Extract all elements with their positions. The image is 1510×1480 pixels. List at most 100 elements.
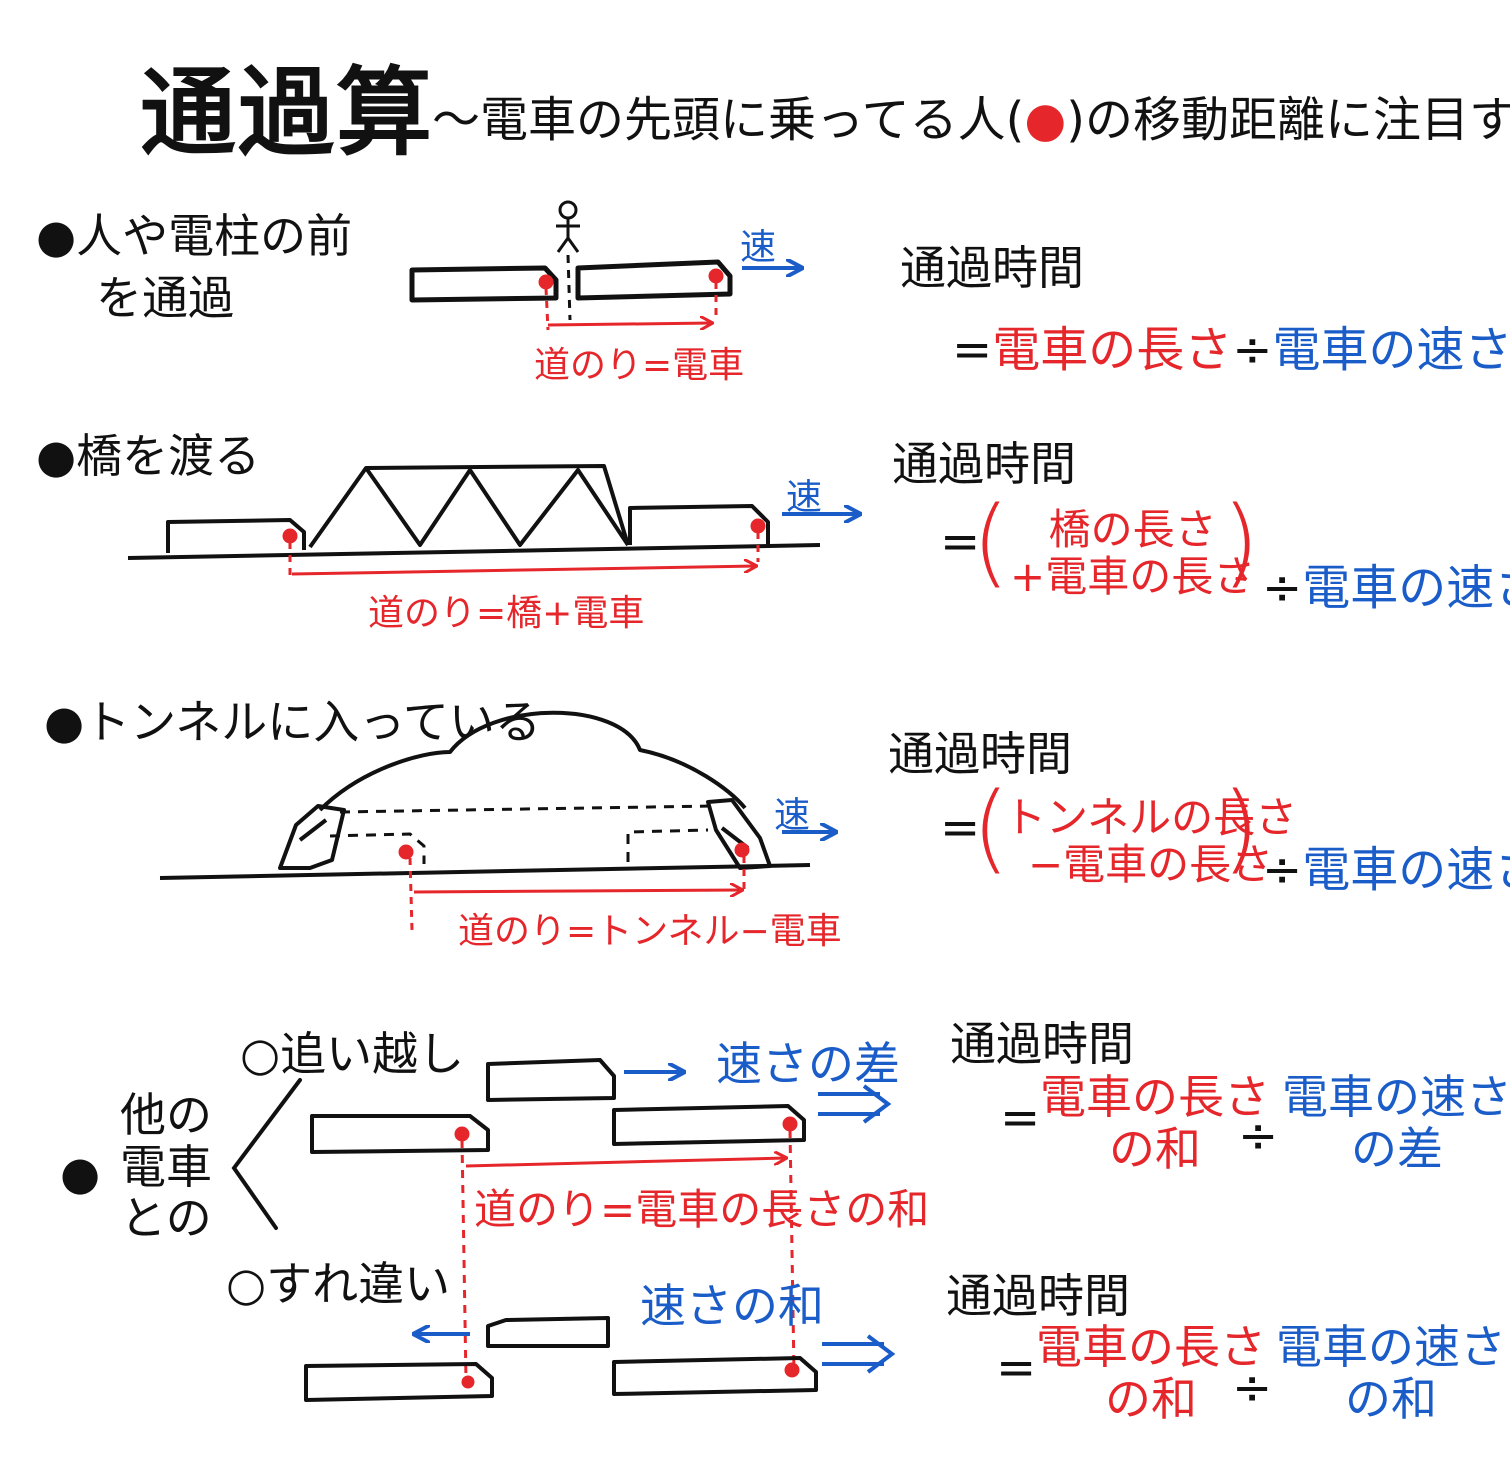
overtake-sketch (310, 1058, 806, 1154)
distance-marker-2 (282, 518, 766, 580)
train-right-car (575, 259, 733, 301)
page-title: 通過算 (140, 57, 434, 169)
formula-2-divisor: ÷電車の速さ (1262, 548, 1510, 618)
overtake-formula-numerator: 電車の長さ の和 (1040, 1070, 1270, 1176)
distance-marker-passing (461, 1362, 800, 1389)
tunnel-portal-right (706, 798, 772, 870)
subtitle-before: 〜電車の先頭に乗ってる人( (432, 92, 1025, 148)
mountain-outline (318, 710, 747, 812)
divide-sign: ÷ (1238, 1108, 1279, 1164)
bracket-close: ) (1222, 486, 1260, 598)
formula-minus-train-length: −電車の長さ (1027, 840, 1274, 890)
bracket-open: ( (972, 486, 1010, 598)
passing-formula-divisor: 電車の速さ の和 (1276, 1321, 1506, 1426)
overtake-distance-label: 道のり=電車の長さの和 (474, 1185, 930, 1234)
bridge-truss (308, 464, 630, 549)
time-label-1: 通過時間 (900, 241, 1084, 295)
bridge-sketch (127, 464, 821, 560)
divide-sign: ÷ (1262, 560, 1303, 616)
equals-sign: = (940, 514, 981, 570)
formula-1: =電車の長さ÷電車の速さ (952, 310, 1510, 380)
section-bridge-label: ●橋を渡る (36, 429, 261, 483)
ground-line (127, 543, 821, 560)
person-icon (556, 200, 580, 253)
formula-train-length: 電車の長さ (1036, 1320, 1266, 1374)
train-right-dashed (626, 828, 709, 862)
passing-train-lower-right (612, 1356, 818, 1396)
train-passing-person-sketch (409, 200, 733, 321)
divide-sign: ÷ (1232, 1360, 1273, 1416)
equals-sign: = (952, 322, 993, 378)
speed-label-2: 速 (786, 477, 823, 518)
speed-arrow-overtake-double (818, 1084, 892, 1124)
train-left-dashed (329, 832, 426, 864)
formula-train-speed: 電車の速さ (1272, 322, 1510, 378)
formula-plus-train-length: +電車の長さ (1010, 552, 1256, 602)
tunnel-portal-left (278, 804, 346, 870)
time-label-3: 通過時間 (888, 727, 1072, 781)
equals-sign: = (1000, 1090, 1041, 1146)
section-person-label-1: ●人や電柱の前 (36, 209, 353, 263)
overtake-train-lower-left (310, 1114, 490, 1154)
distance-label-2: 道のり=橋+電車 (368, 593, 645, 634)
other-label-line3: との (120, 1191, 212, 1246)
distance-label-1: 道のり=電車 (534, 345, 745, 386)
divide-sign: ÷ (1262, 842, 1303, 898)
formula-train-speed: 電車の速さ (1282, 1070, 1510, 1124)
overtake-train-upper (486, 1058, 616, 1102)
formula-train-speed: 電車の速さ (1302, 560, 1510, 616)
distance-marker-overtake (454, 1116, 798, 1381)
passing-formula-numerator: 電車の長さ の和 (1036, 1320, 1266, 1425)
formula-difference: の差 (1351, 1121, 1443, 1176)
other-label-line1: 他の (120, 1088, 212, 1142)
page-subtitle: 〜電車の先頭に乗ってる人(●)の移動距離に注目する (432, 80, 1510, 150)
other-trains-branch (231, 1078, 302, 1230)
train-left-car (409, 265, 559, 303)
overtake-label: ○追い越し (240, 1027, 465, 1081)
section-tunnel-label: ●トンネルに入っている (44, 695, 541, 749)
bracket-open: ( (972, 772, 1010, 884)
train-left-car (166, 518, 306, 553)
overtake-formula-divisor: 電車の速さ の差 (1282, 1070, 1510, 1176)
section-person-label-2: を通過 (96, 271, 234, 325)
time-label-4: 通過時間 (950, 1017, 1134, 1071)
ground-line (159, 863, 811, 880)
tunnel-top-dashed (339, 804, 713, 814)
tunnel-sketch (159, 710, 811, 880)
formula-tunnel-length: トンネルの長さ (1004, 793, 1298, 842)
person-dashed-line (566, 254, 572, 321)
passing-label: ○すれ違い (226, 1257, 451, 1311)
formula-train-speed: 電車の速さ (1302, 842, 1510, 898)
divide-sign: ÷ (1232, 322, 1273, 378)
formula-bridge-length: 橋の長さ (1048, 505, 1217, 554)
speed-label-3: 速 (774, 795, 811, 836)
bracket-close: ) (1222, 772, 1260, 884)
passing-train-upper (486, 1316, 610, 1348)
passing-sketch (304, 1316, 818, 1402)
distance-marker-1 (538, 268, 724, 330)
overtake-speed-label: 速さの差 (716, 1037, 900, 1091)
passing-train-lower-left (304, 1362, 494, 1402)
section-other-bullet: ● (60, 1146, 101, 1200)
passing-speed-label: 速さの和 (640, 1279, 824, 1333)
formula-train-length: 電車の長さ (992, 322, 1233, 378)
time-label-2: 通過時間 (892, 437, 1076, 491)
equals-sign: = (940, 800, 981, 856)
other-label-line2: 電車 (120, 1139, 212, 1194)
distance-label-3: 道のり=トンネル−電車 (458, 911, 842, 952)
distance-marker-3 (398, 842, 750, 931)
subtitle-after: )の移動距離に注目する (1066, 92, 1510, 148)
equals-sign: = (996, 1340, 1037, 1396)
section-other-label: 他の 電車 との (120, 1088, 212, 1246)
overtake-train-lower-right (612, 1104, 806, 1146)
formula-3-divisor: ÷電車の速さ (1262, 830, 1510, 900)
formula-sum: の和 (1345, 1371, 1437, 1426)
red-dot-icon: ● (1024, 92, 1067, 148)
formula-sum: の和 (1109, 1121, 1201, 1176)
train-right-car (628, 504, 770, 545)
formula-train-length: 電車の長さ (1040, 1070, 1270, 1124)
speed-arrow-passing-double (822, 1334, 896, 1374)
formula-2-numerator: 橋の長さ +電車の長さ (1010, 506, 1255, 600)
speed-label-1: 速 (740, 227, 777, 268)
